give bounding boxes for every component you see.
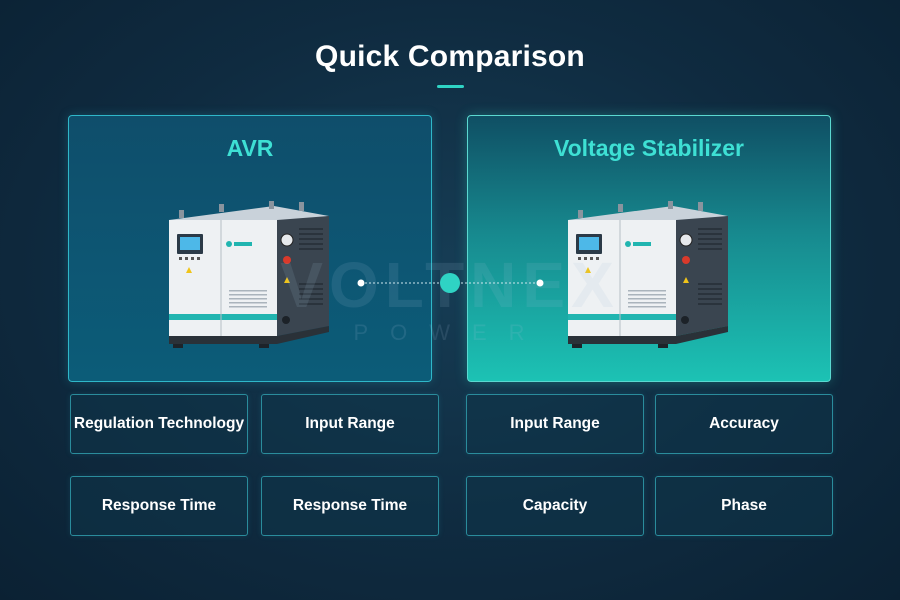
brand-watermark-sub: POWER (353, 320, 547, 345)
brand-watermark: VOLTNEX (280, 249, 620, 321)
feature-card-input-range-left[interactable]: Input Range (261, 394, 439, 454)
avr-panel-title: AVR (226, 135, 274, 161)
feature-card-phase[interactable]: Phase (655, 476, 833, 536)
page-title: Quick Comparison (315, 40, 585, 73)
feature-card-response-time-1[interactable]: Response Time (70, 476, 248, 536)
voltage-stabilizer-panel: Voltage Stabilizer (467, 115, 831, 382)
title-underline (437, 85, 464, 88)
feature-card-capacity[interactable]: Capacity (466, 476, 644, 536)
avr-panel: AVR (68, 115, 432, 382)
voltage-stabilizer-panel-title: Voltage Stabilizer (553, 135, 744, 161)
feature-card-regulation-technology[interactable]: Regulation Technology (70, 394, 248, 454)
feature-card-accuracy[interactable]: Accuracy (655, 394, 833, 454)
feature-card-input-range-right[interactable]: Input Range (466, 394, 644, 454)
feature-card-response-time-2[interactable]: Response Time (261, 476, 439, 536)
